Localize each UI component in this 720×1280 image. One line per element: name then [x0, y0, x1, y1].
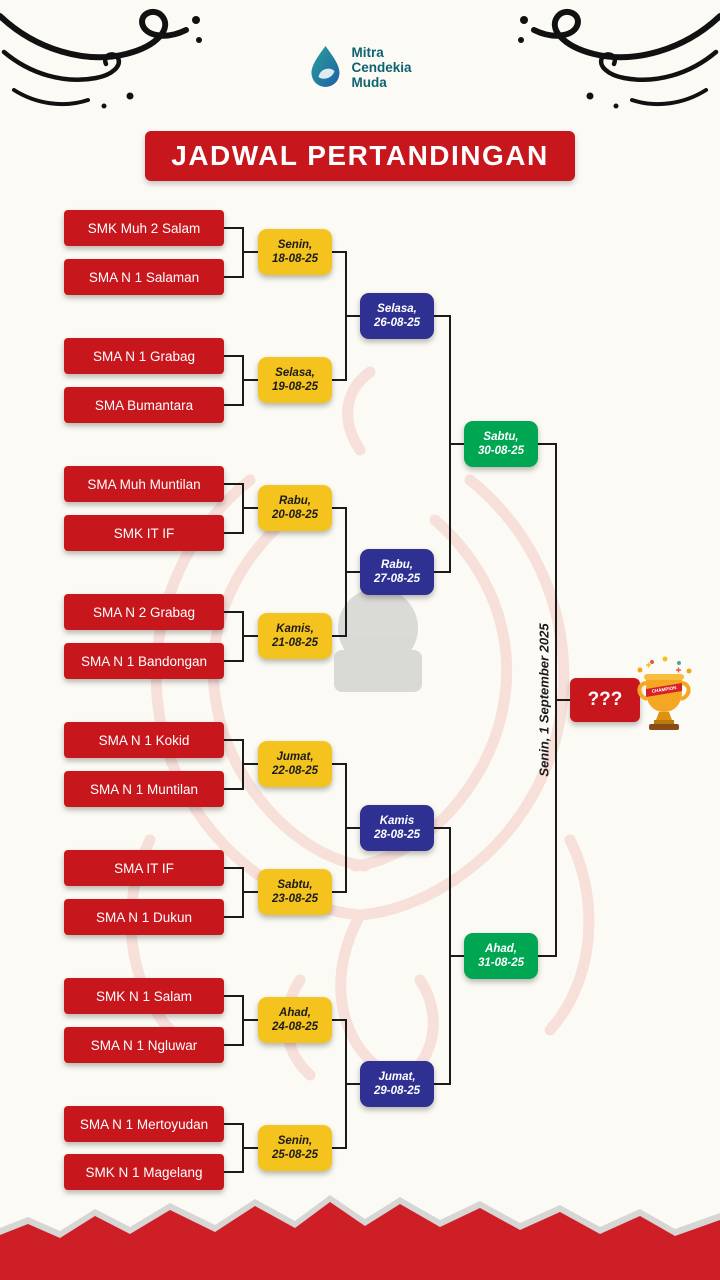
team-box: SMA IT IF — [64, 850, 224, 886]
team-box: SMA N 1 Kokid — [64, 722, 224, 758]
team-box: SMA N 1 Salaman — [64, 259, 224, 295]
match-date-box: Sabtu,23-08-25 — [258, 869, 332, 915]
quarterfinal-date-box: Jumat,29-08-25 — [360, 1061, 434, 1107]
match-date-box: Kamis,21-08-25 — [258, 613, 332, 659]
logo-drop-icon — [311, 46, 340, 87]
team-box: SMA N 2 Grabag — [64, 594, 224, 630]
team-box: SMA Bumantara — [64, 387, 224, 423]
match-date-box: Rabu,20-08-25 — [258, 485, 332, 531]
match-date-box: Jumat,22-08-25 — [258, 741, 332, 787]
trophy-ribbon-label: CHAMPION — [651, 685, 677, 694]
team-box: SMA N 1 Muntilan — [64, 771, 224, 807]
match-date-box: Senin,18-08-25 — [258, 229, 332, 275]
quarterfinal-date-box: Selasa,26-08-25 — [360, 293, 434, 339]
grey-emblem-watermark — [334, 588, 422, 692]
semifinal-date-box: Ahad,31-08-25 — [464, 933, 538, 979]
team-box: SMA N 1 Grabag — [64, 338, 224, 374]
quarterfinal-date-box: Rabu,27-08-25 — [360, 549, 434, 595]
team-box: SMA N 1 Bandongan — [64, 643, 224, 679]
final-date-label: Senin, 1 September 2025 — [536, 623, 552, 777]
team-box: SMA Muh Muntilan — [64, 466, 224, 502]
semifinal-date-box: Sabtu,30-08-25 — [464, 421, 538, 467]
team-box: SMK IT IF — [64, 515, 224, 551]
logo: Mitra Cendekia Muda — [308, 44, 412, 90]
match-date-box: Senin,25-08-25 — [258, 1125, 332, 1171]
corner-flourish-right-icon — [518, 9, 720, 109]
team-box: SMK N 1 Magelang — [64, 1154, 224, 1190]
page-title: JADWAL PERTANDINGAN — [145, 131, 575, 181]
torn-paper-edge — [0, 1195, 720, 1280]
team-box: SMK Muh 2 Salam — [64, 210, 224, 246]
match-date-box: Selasa,19-08-25 — [258, 357, 332, 403]
corner-flourish-left-icon — [0, 9, 202, 109]
team-box: SMA N 1 Dukun — [64, 899, 224, 935]
champion-placeholder: ??? — [570, 678, 640, 722]
team-box: SMA N 1 Ngluwar — [64, 1027, 224, 1063]
logo-text: Mitra Cendekia Muda — [351, 44, 412, 90]
team-box: SMK N 1 Salam — [64, 978, 224, 1014]
trophy-icon: CHAMPION — [637, 656, 692, 730]
match-date-box: Ahad,24-08-25 — [258, 997, 332, 1043]
team-box: SMA N 1 Mertoyudan — [64, 1106, 224, 1142]
